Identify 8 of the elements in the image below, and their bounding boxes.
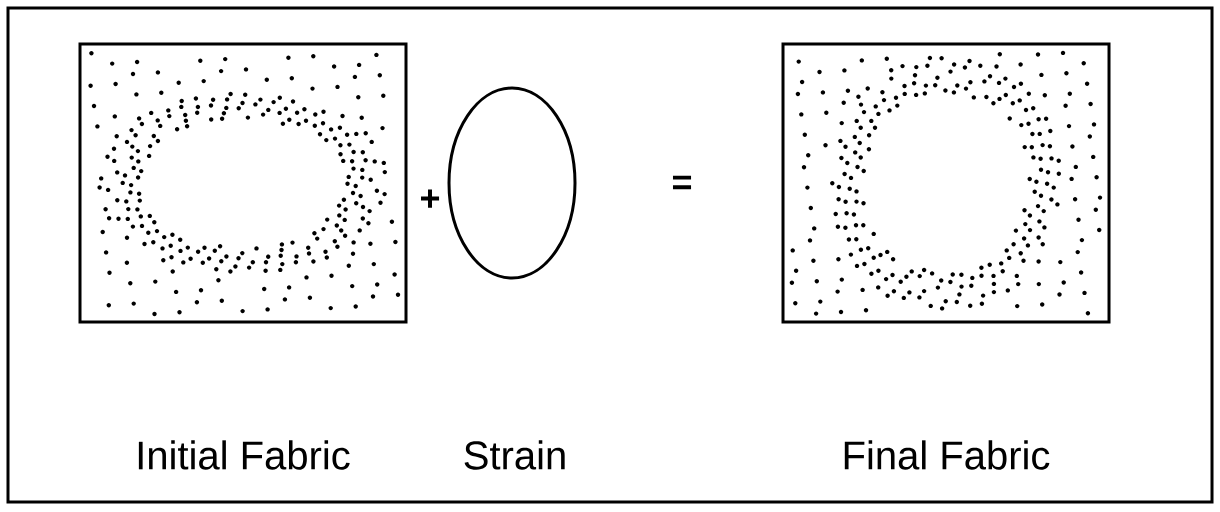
operator-sign: + (421, 189, 440, 208)
caption: Final Fabric (844, 440, 1050, 470)
strain-ellipse (447, 86, 577, 280)
particle-fabric-drawing (781, 42, 1111, 324)
particle-fabric-drawing (78, 42, 408, 324)
operator-sign: = (673, 175, 692, 190)
caption: Initial Fabric (138, 440, 350, 470)
caption: Strain (464, 440, 565, 470)
